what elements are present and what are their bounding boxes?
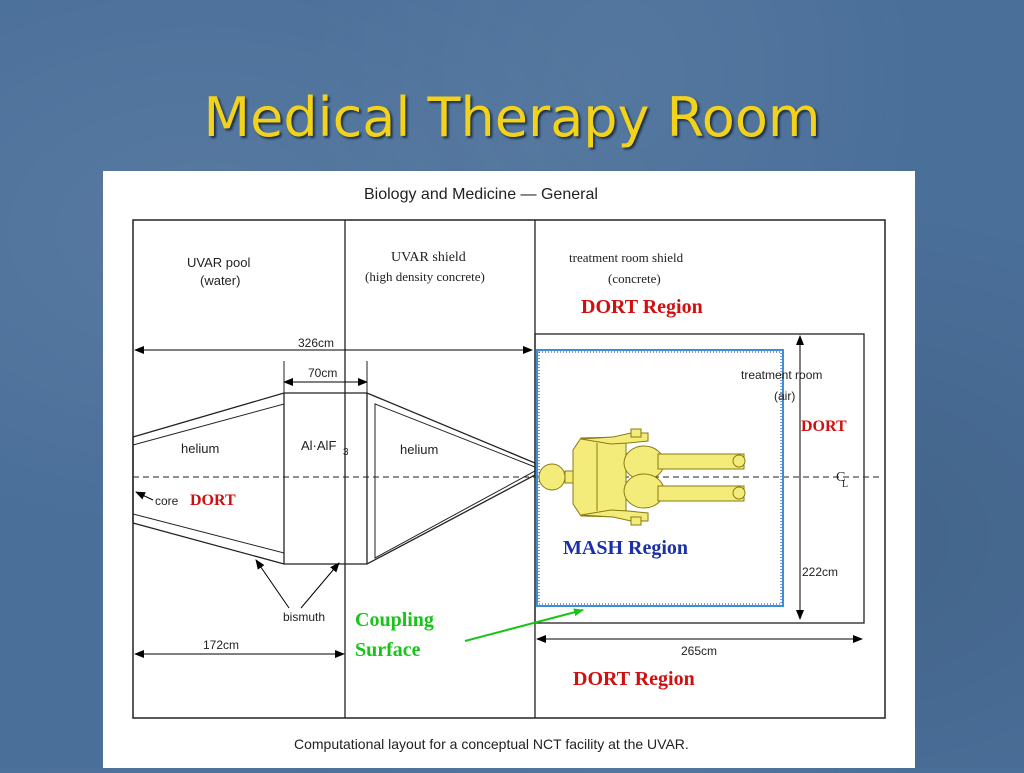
uvar-shield-sub: (high density concrete) [365, 269, 485, 284]
coupling-label-2: Surface [355, 639, 421, 661]
coupling-label-1: Coupling [355, 609, 434, 631]
outer-frame [132, 219, 886, 719]
uvar-shield-label: UVAR shield [391, 250, 466, 265]
treatment-shield-label: treatment room shield [569, 250, 684, 265]
uvar-pool-label: UVAR pool [187, 255, 250, 270]
dort-region-bottom: DORT Region [573, 668, 695, 690]
treatment-room-label: treatment room [741, 368, 822, 382]
dort-right-label: DORT [801, 418, 847, 435]
treatment-shield-sub: (concrete) [608, 271, 661, 286]
core-label: core [155, 494, 179, 508]
human-phantom [538, 428, 746, 526]
centerline-subscript: L [842, 479, 848, 490]
figure-header: Biology and Medicine — General [364, 186, 598, 203]
core-arrow [135, 491, 154, 501]
dim-172-label: 172cm [203, 638, 239, 652]
collimator-inner-left [132, 403, 285, 554]
centerline-symbol: C [836, 470, 845, 485]
helium-right-label: helium [400, 442, 438, 457]
collimator-inner-right [374, 403, 536, 559]
collimator-outer [132, 392, 536, 565]
coupling-arrow [464, 608, 584, 642]
dim-326-label: 326cm [298, 336, 334, 350]
figure-caption: Computational layout for a conceptual NC… [294, 736, 689, 752]
mash-region-label: MASH Region [563, 537, 688, 559]
figure-panel: Biology and Medicine — General UVAR pool… [103, 171, 915, 768]
mash-region-box [536, 349, 784, 607]
treatment-room-box [534, 333, 865, 624]
slide-title: Medical Therapy Room [203, 86, 821, 149]
bismuth-arrow-right [300, 562, 340, 609]
bismuth-label: bismuth [283, 610, 325, 624]
uvar-pool-sub: (water) [200, 273, 240, 288]
dim-70-label: 70cm [308, 366, 337, 380]
helium-left-label: helium [181, 441, 219, 456]
facility-diagram: Biology and Medicine — General UVAR pool… [132, 186, 886, 752]
bismuth-arrow-left [255, 559, 290, 609]
dort-core-label: DORT [190, 492, 236, 509]
alaif-label: Al·AlF [301, 438, 336, 453]
dim-265-label: 265cm [681, 644, 717, 658]
dort-region-top: DORT Region [581, 296, 703, 318]
treatment-room-sub: (air) [774, 389, 795, 403]
alaif-subscript: 3 [343, 447, 349, 458]
dim-222-label: 222cm [802, 565, 838, 579]
